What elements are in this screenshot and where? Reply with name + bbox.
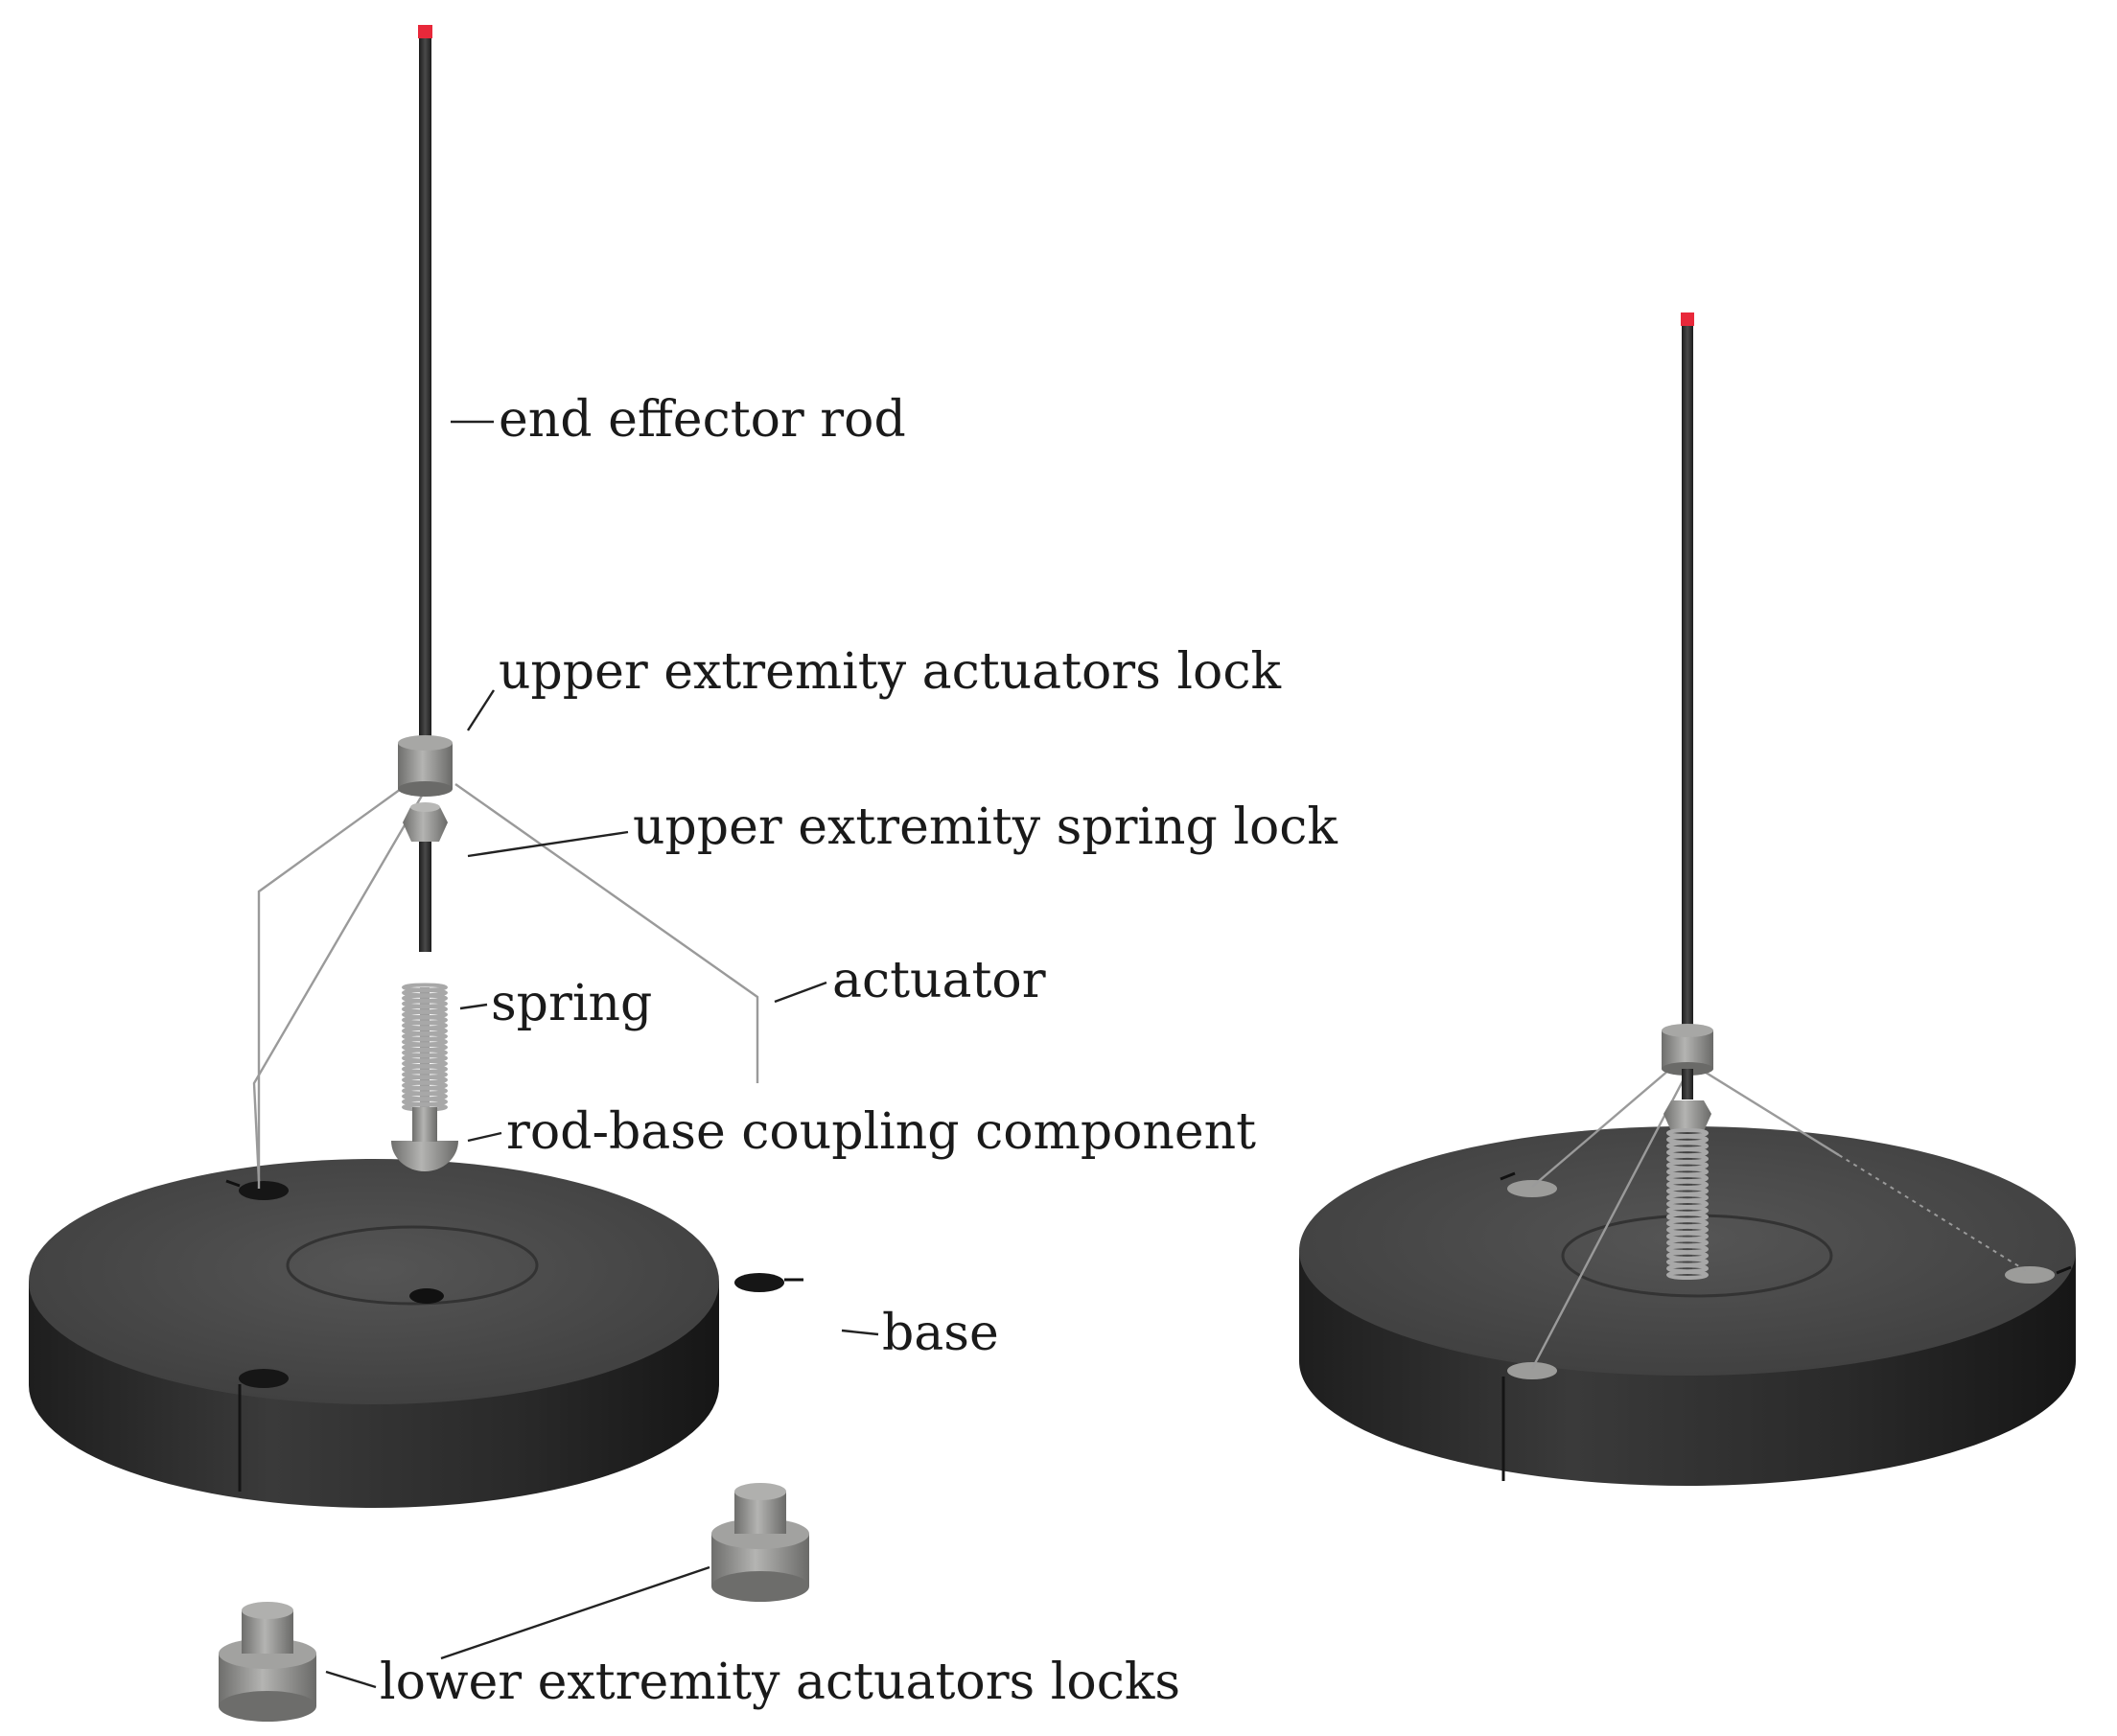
base-disk-left — [29, 1159, 803, 1508]
label-coupling: rod-base coupling component — [506, 1103, 1256, 1161]
actuator-wires-left — [252, 783, 759, 1189]
actuator-wires-right — [1530, 1063, 2031, 1370]
label-actuator: actuator — [832, 952, 1046, 1009]
leader-upper-spring-lock — [467, 830, 629, 858]
spring-core — [420, 987, 430, 1107]
leader-spring — [459, 1003, 488, 1010]
label-upper-actuators-lock: upper extremity actuators lock — [499, 643, 1281, 701]
spring-coil — [402, 983, 448, 1112]
exploded-view — [29, 25, 809, 1722]
upper-spring-lock — [403, 802, 448, 842]
leader-upper-actuators-lock — [466, 689, 496, 731]
label-end-effector-rod: end effector rod — [499, 391, 906, 449]
label-lower-locks: lower extremity actuators locks — [380, 1654, 1180, 1711]
assembled-spring-lock — [1663, 1100, 1711, 1131]
rod-lower-section — [419, 842, 431, 952]
assembled-actuators-lock — [1662, 1024, 1713, 1076]
spring-core — [1683, 1133, 1692, 1275]
leader-base — [841, 1329, 879, 1336]
lower-lock-right — [711, 1483, 809, 1602]
leader-lower-lock-right — [440, 1565, 710, 1660]
rod-base-coupling — [391, 1107, 458, 1171]
assembled-view — [1299, 312, 2076, 1486]
rod-tip — [418, 25, 432, 38]
label-base: base — [882, 1305, 999, 1362]
end-effector-rod — [419, 29, 431, 743]
label-spring: spring — [491, 975, 652, 1032]
leader-lower-lock-left — [325, 1670, 377, 1689]
assembled-spring — [1666, 1127, 1709, 1281]
assembled-rod-mid — [1682, 1069, 1693, 1099]
annotations: end effector rod upper extremity actuato… — [325, 391, 1338, 1711]
label-upper-spring-lock: upper extremity spring lock — [633, 799, 1338, 856]
assembled-rod — [1682, 316, 1693, 1035]
spring-turn — [1666, 1269, 1709, 1281]
upper-actuators-lock — [398, 735, 453, 797]
assembled-rod-tip — [1681, 312, 1694, 326]
leader-actuator — [774, 981, 827, 1004]
lower-lock-left — [219, 1602, 316, 1722]
leader-coupling — [467, 1131, 502, 1143]
